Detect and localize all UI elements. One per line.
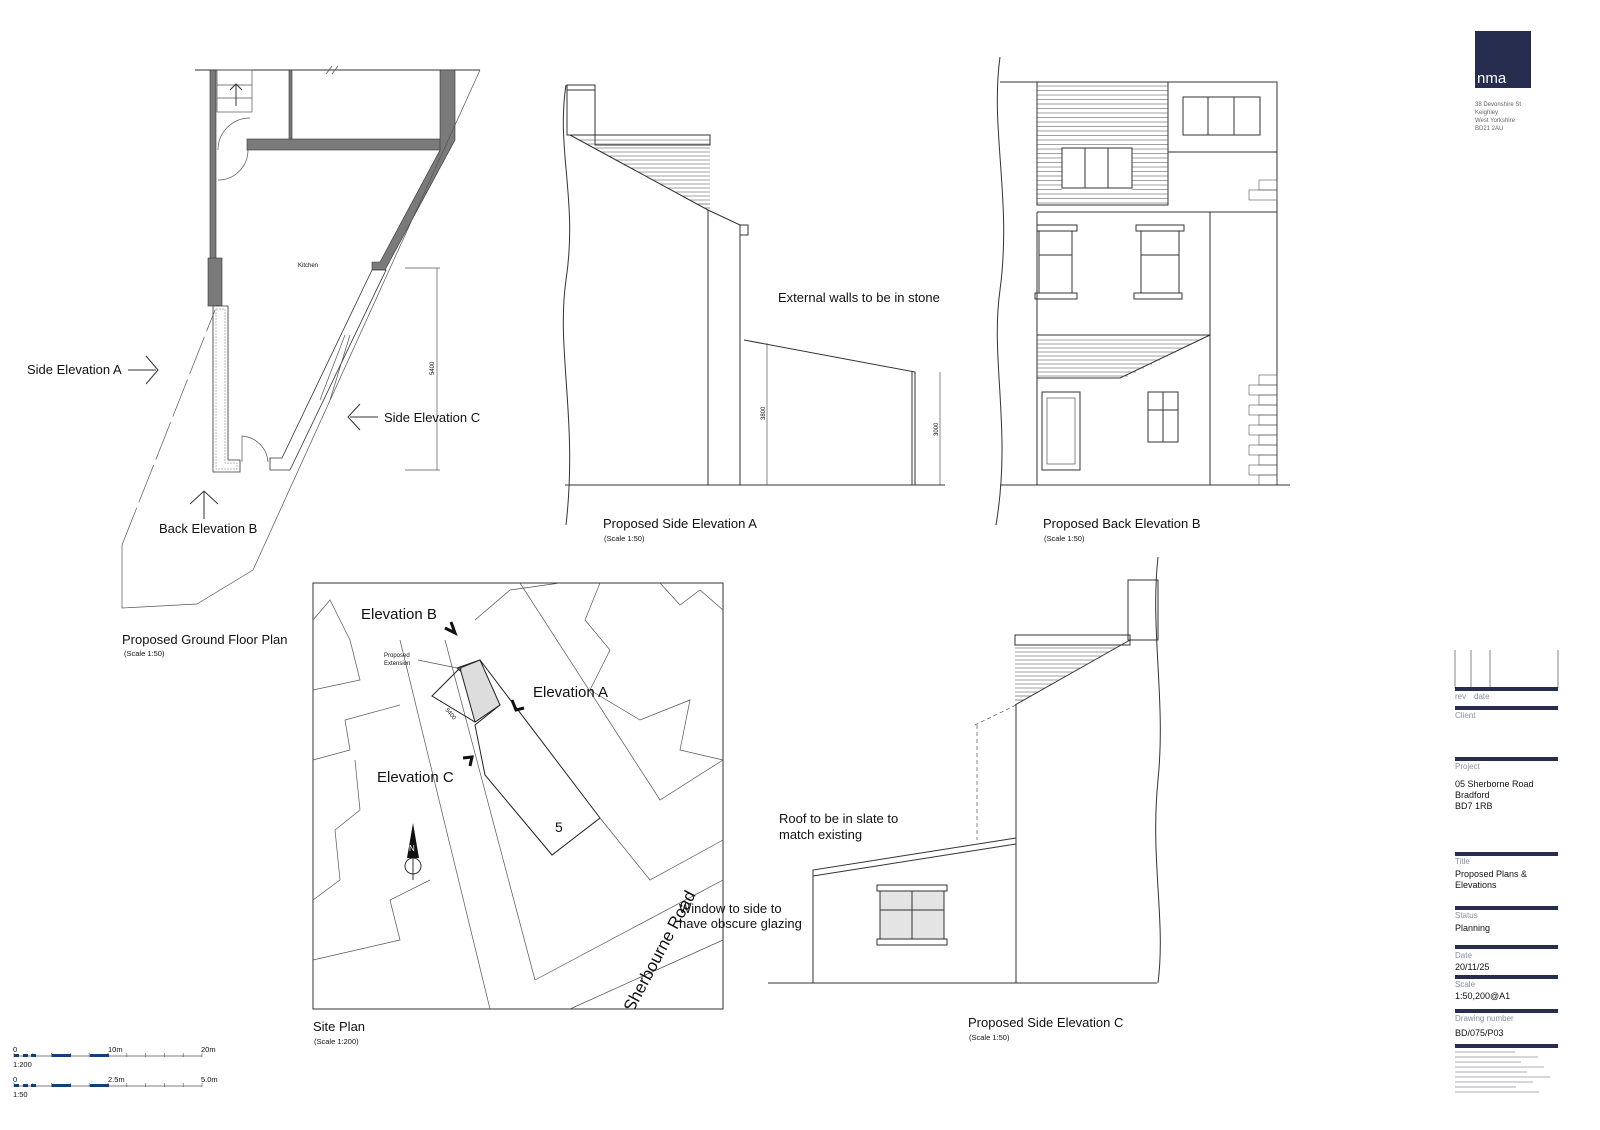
drawing-title-line: Proposed Plans &: [1455, 869, 1527, 879]
door: [1041, 391, 1081, 471]
title-label: Title: [1455, 857, 1470, 866]
nma-logo: [1475, 31, 1531, 88]
extension-label-line1: Proposed: [384, 653, 410, 659]
svg-text:1:200: 1:200: [13, 1060, 32, 1069]
side-elevation-a-title: Proposed Side Elevation A: [603, 516, 757, 531]
marker-back-elevation-b: Back Elevation B: [159, 521, 257, 536]
svg-text:10m: 10m: [108, 1045, 123, 1054]
note-external-walls: External walls to be in stone: [778, 290, 940, 305]
house-number: 5: [555, 819, 563, 835]
drawing-number-label: Drawing number: [1455, 1014, 1514, 1023]
north-label: N: [409, 844, 415, 853]
address-line: West Yorkshire: [1475, 118, 1516, 124]
svg-text:0: 0: [13, 1075, 17, 1084]
logo-text: nma: [1477, 70, 1507, 87]
site-plan-scale: (Scale 1:200): [314, 1037, 359, 1046]
scale-value: 1:50,200@A1: [1455, 991, 1510, 1001]
arrow-icon: [444, 621, 458, 637]
project-line: 05 Sherborne Road: [1455, 779, 1534, 789]
label-elevation-a: Elevation A: [533, 684, 608, 701]
side-elevation-a: 3800 3000 External walls to be in stone …: [562, 84, 945, 543]
client-label: Client: [1455, 711, 1476, 720]
proposed-extension: [459, 659, 501, 723]
back-elevation-b-title: Proposed Back Elevation B: [1043, 516, 1201, 531]
chimney: [566, 84, 596, 136]
rev-header: rev: [1455, 692, 1466, 701]
ground-floor-plan: 5400 Kitchen Side Elevation A Side Eleva…: [27, 65, 481, 658]
scale-label: Scale: [1455, 980, 1476, 989]
date-header: date: [1474, 692, 1490, 701]
note-window-line1: Window to side to: [679, 901, 782, 916]
side-elevation-c-scale: (Scale 1:50): [969, 1033, 1010, 1042]
floor-plan-title: Proposed Ground Floor Plan: [122, 632, 287, 647]
project-line: Bradford: [1455, 790, 1490, 800]
disclaimer-fine-print: [1455, 1051, 1550, 1093]
arrow-icon: [462, 755, 474, 767]
extension-label-line2: Extension: [384, 661, 410, 667]
back-elevation-b: Proposed Back Elevation B (Scale 1:50): [995, 56, 1290, 543]
marker-side-elevation-a: Side Elevation A: [27, 362, 122, 377]
marker-side-elevation-c: Side Elevation C: [384, 410, 480, 425]
stair-arrow-icon: [229, 83, 243, 106]
svg-text:1:50: 1:50: [13, 1090, 28, 1099]
floor-plan-scale: (Scale 1:50): [124, 649, 165, 658]
site-plan: Proposed Extension 5400 Elevation B Elev…: [312, 582, 724, 1046]
note-roof-line1: Roof to be in slate to: [779, 811, 898, 826]
label-elevation-b: Elevation B: [361, 606, 437, 623]
title-block: nma 38 Devonshire St Keighley West Yorks…: [1454, 31, 1559, 1093]
svg-text:20m: 20m: [201, 1045, 216, 1054]
stone-quoins: [1248, 179, 1278, 486]
window: [1140, 230, 1180, 294]
side-elevation-a-scale: (Scale 1:50): [604, 534, 645, 543]
arrow-up-icon: [189, 490, 219, 519]
window: [1061, 147, 1133, 189]
site-plan-title: Site Plan: [313, 1019, 365, 1034]
north-arrow-icon: N: [404, 823, 422, 880]
svg-text:2.5m: 2.5m: [108, 1075, 125, 1084]
drawing-number-value: BD/075/P03: [1455, 1028, 1504, 1038]
project-label: Project: [1455, 762, 1481, 771]
arrow-icon: [510, 699, 525, 712]
arrow-left-icon: [347, 403, 378, 431]
roof-slate-hatch: [579, 139, 710, 209]
status-value: Planning: [1455, 923, 1490, 933]
dormer-cladding-hatch: [1037, 85, 1168, 204]
svg-text:5.0m: 5.0m: [201, 1075, 218, 1084]
date-value: 20/11/25: [1455, 962, 1489, 972]
arrow-right-icon: [128, 355, 159, 385]
scale-bar-1-200: 0 10m 20m 1:200: [13, 1045, 216, 1069]
date-label: Date: [1455, 951, 1472, 960]
address-line: BD21 2AU: [1475, 126, 1503, 132]
drawing-title-line: Elevations: [1455, 880, 1497, 890]
dimension-5400: 5400: [405, 267, 440, 471]
side-elevation-c: Roof to be in slate to match existing Wi…: [679, 556, 1161, 1042]
svg-text:0: 0: [13, 1045, 17, 1054]
status-label: Status: [1455, 911, 1478, 920]
window: [1038, 230, 1073, 294]
stairs: [216, 69, 253, 113]
address-line: Keighley: [1475, 110, 1498, 116]
address-line: 38 Devonshire St: [1475, 102, 1521, 108]
note-roof-line2: match existing: [779, 827, 862, 842]
label-elevation-c: Elevation C: [377, 769, 454, 786]
door-swing: [217, 117, 251, 181]
door-swing: [241, 435, 269, 463]
scale-bar-1-50: 0 2.5m 5.0m 1:50: [13, 1075, 218, 1099]
back-elevation-b-scale: (Scale 1:50): [1044, 534, 1085, 543]
side-elevation-c-title: Proposed Side Elevation C: [968, 1015, 1123, 1030]
window: [1182, 96, 1261, 136]
dimension-3000: 3000: [934, 422, 940, 436]
roof-slate-hatch: [1015, 647, 1116, 701]
chimney: [1127, 579, 1159, 641]
dimension-3800: 3800: [761, 406, 767, 420]
room-label-kitchen: Kitchen: [298, 263, 318, 269]
project-line: BD7 1RB: [1455, 801, 1493, 811]
note-window-line2: have obscure glazing: [679, 916, 802, 931]
dimension-label: 5400: [430, 361, 436, 375]
